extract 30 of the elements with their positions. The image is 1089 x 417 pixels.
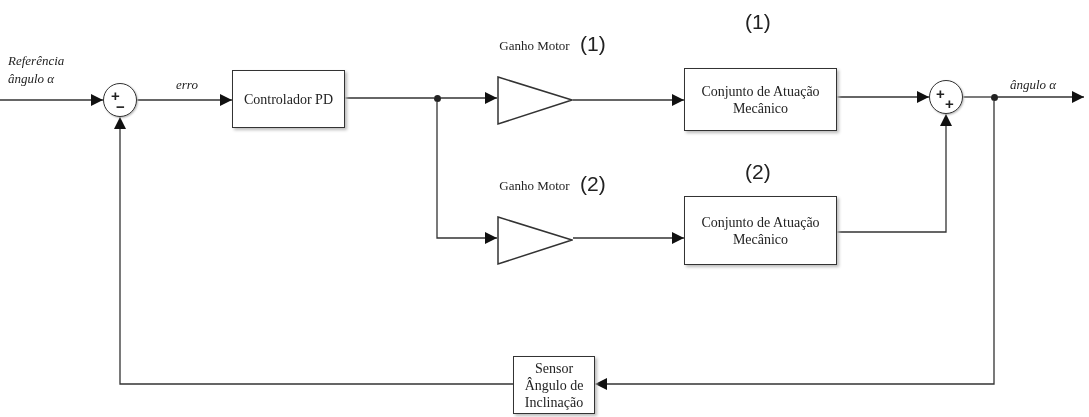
junction-dot	[991, 94, 998, 101]
sign: +	[936, 86, 945, 101]
connector-line	[344, 97, 435, 99]
edge-label: erro	[176, 76, 198, 94]
summing-junction	[929, 80, 963, 114]
block: Controlador PD	[232, 70, 345, 128]
junction-dot	[434, 95, 441, 102]
arrow	[114, 116, 514, 385]
callout-number: (2)	[745, 160, 771, 184]
block: Sensor Ângulo de Inclinação	[513, 356, 595, 414]
callout-number: (1)	[745, 10, 771, 34]
edge-label: ângulo α	[1010, 76, 1057, 94]
arrow	[836, 91, 930, 103]
arrow	[436, 101, 498, 244]
arrow	[997, 91, 1085, 103]
arrow	[136, 94, 233, 106]
callout-number: (1)	[580, 32, 606, 56]
block: Conjunto de Atuação Mecânico	[684, 68, 837, 131]
arrow	[0, 94, 104, 106]
block: Conjunto de Atuação Mecânico	[684, 196, 837, 265]
summing-junction	[103, 83, 137, 117]
sign: +	[945, 96, 954, 111]
arrow	[440, 92, 498, 104]
arrow	[836, 113, 952, 233]
arrow	[594, 100, 995, 390]
edge-label: Referência ângulo α	[8, 52, 66, 88]
arrow	[572, 94, 685, 106]
connector-line	[962, 96, 992, 98]
arrow	[572, 232, 685, 244]
callout-number: (2)	[580, 172, 606, 196]
